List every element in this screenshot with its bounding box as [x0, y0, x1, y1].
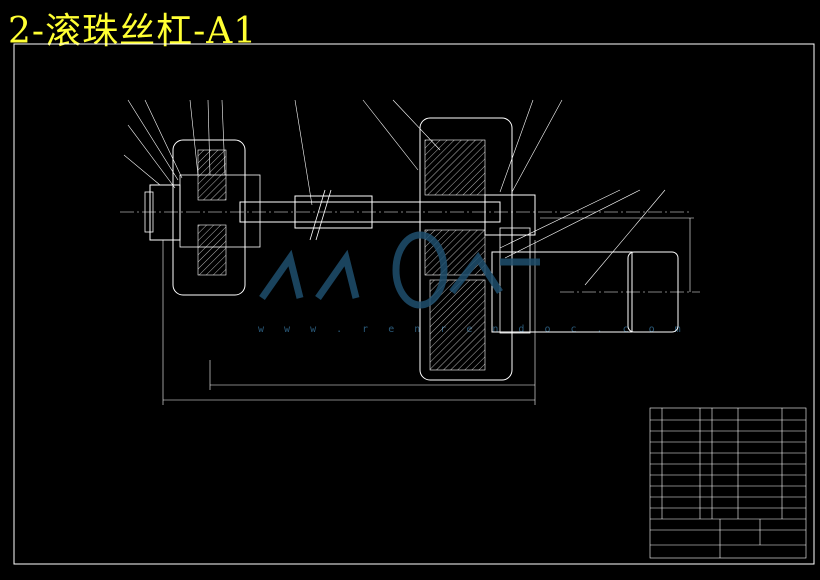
right-bearing-housing — [419, 117, 536, 381]
ball-screw-shaft — [239, 189, 501, 241]
dimension-lines — [149, 185, 694, 405]
left-bearing-housing — [144, 139, 261, 296]
watermark-logo — [259, 231, 540, 309]
drawing-frame — [13, 43, 815, 565]
title-block — [649, 407, 807, 559]
motor-body — [491, 251, 700, 333]
leader-lines — [123, 99, 666, 286]
drawing-title: 2-滚珠丝杠-A1 — [8, 11, 258, 52]
